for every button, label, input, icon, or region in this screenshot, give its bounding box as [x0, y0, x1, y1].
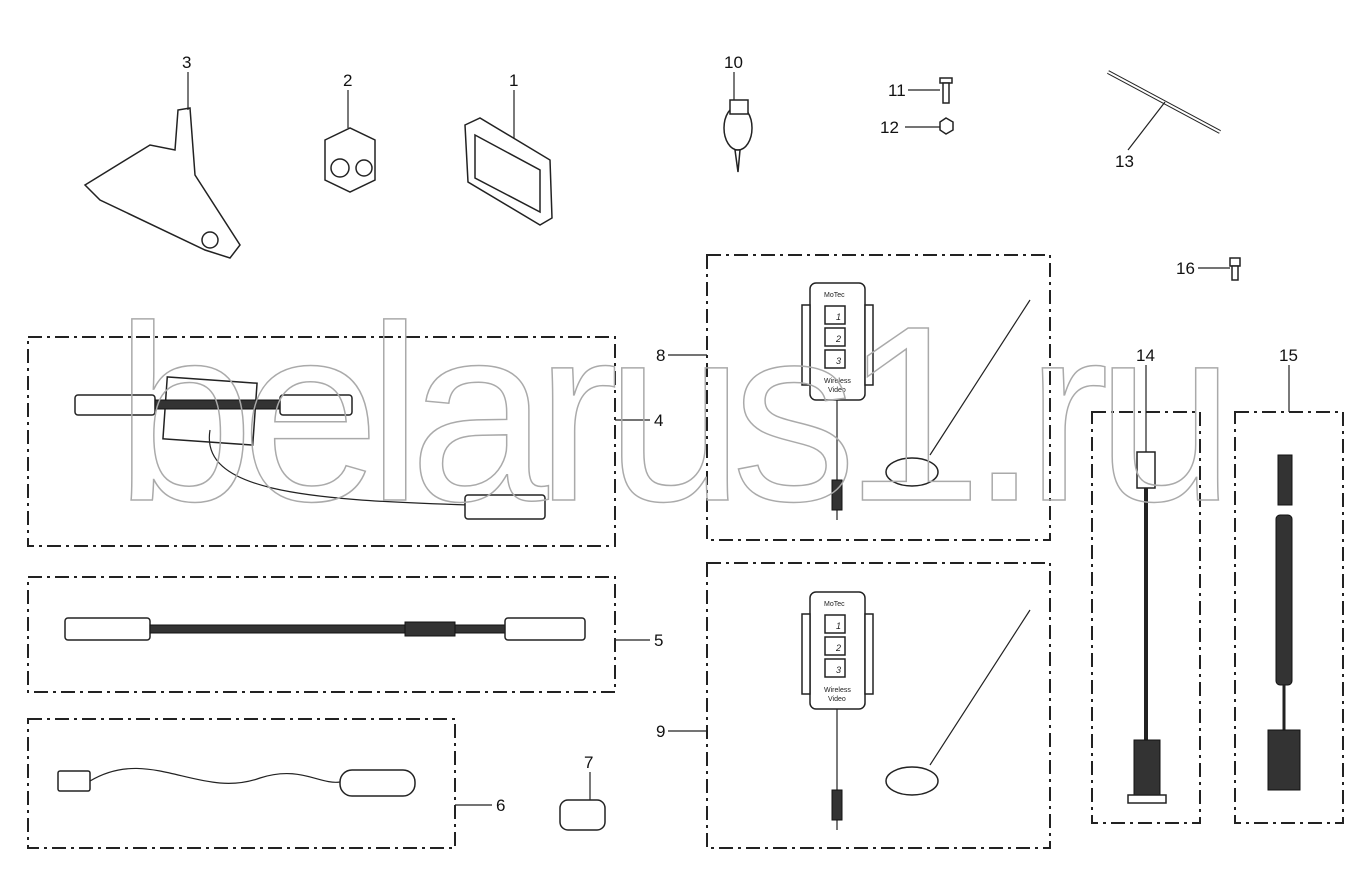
button-1-label: 1 [836, 621, 841, 631]
part-3-bracket [83, 72, 241, 259]
callout-8: 8 [656, 346, 665, 365]
part-5-extension-cable [64, 617, 650, 641]
button-1-label: 1 [836, 312, 841, 322]
callout-15: 15 [1279, 346, 1298, 365]
wireless-label: Wireless [824, 687, 851, 694]
callout-16: 16 [1176, 259, 1195, 278]
callout-3: 3 [182, 53, 191, 72]
video-label: Video [828, 696, 846, 703]
part-12-nut [905, 117, 954, 135]
part-4-cable-assembly [74, 376, 650, 520]
callout-9: 9 [656, 722, 665, 741]
group-box-4 [27, 336, 616, 547]
video-label: Video [828, 387, 846, 394]
group-box-9 [706, 562, 1051, 849]
callout-11: 11 [888, 81, 906, 100]
callout-14: 14 [1136, 346, 1155, 365]
part-11-bolt [908, 77, 953, 104]
brand-label: MoTec [824, 601, 845, 608]
part-6-power-cable [57, 767, 492, 806]
group-box-6 [27, 718, 456, 849]
button-2-label: 2 [835, 643, 841, 653]
button-3-label: 3 [836, 665, 841, 675]
part-2-camera [324, 90, 376, 193]
button-2-label: 2 [835, 334, 841, 344]
callout-2: 2 [343, 71, 352, 90]
part-16-screw [1198, 257, 1241, 281]
part-15-harness [1267, 365, 1301, 791]
part-10-suction-mount [723, 72, 753, 173]
button-3-label: 3 [836, 356, 841, 366]
brand-label: MoTec [824, 292, 845, 299]
part-1-monitor [464, 90, 553, 226]
part-9-wireless-video-kit: MoTec 1 2 3 Wireless Video [668, 591, 1031, 830]
part-13-cable-tie [1107, 70, 1221, 151]
callout-5: 5 [654, 631, 663, 650]
watermark-text: belarus1.ru [115, 274, 1235, 553]
part-7-fitting [559, 772, 606, 831]
callout-13: 13 [1115, 152, 1134, 171]
callout-7: 7 [584, 753, 593, 772]
part-14-harness [1127, 365, 1167, 804]
callout-10: 10 [724, 53, 743, 72]
wireless-label: Wireless [824, 378, 851, 385]
callout-4: 4 [654, 411, 663, 430]
callout-6: 6 [496, 796, 505, 815]
callout-1: 1 [509, 71, 518, 90]
callout-12: 12 [880, 118, 899, 137]
group-box-8 [706, 254, 1051, 541]
part-8-wireless-video-kit: MoTec 1 2 3 Wireless Video [668, 282, 1031, 520]
